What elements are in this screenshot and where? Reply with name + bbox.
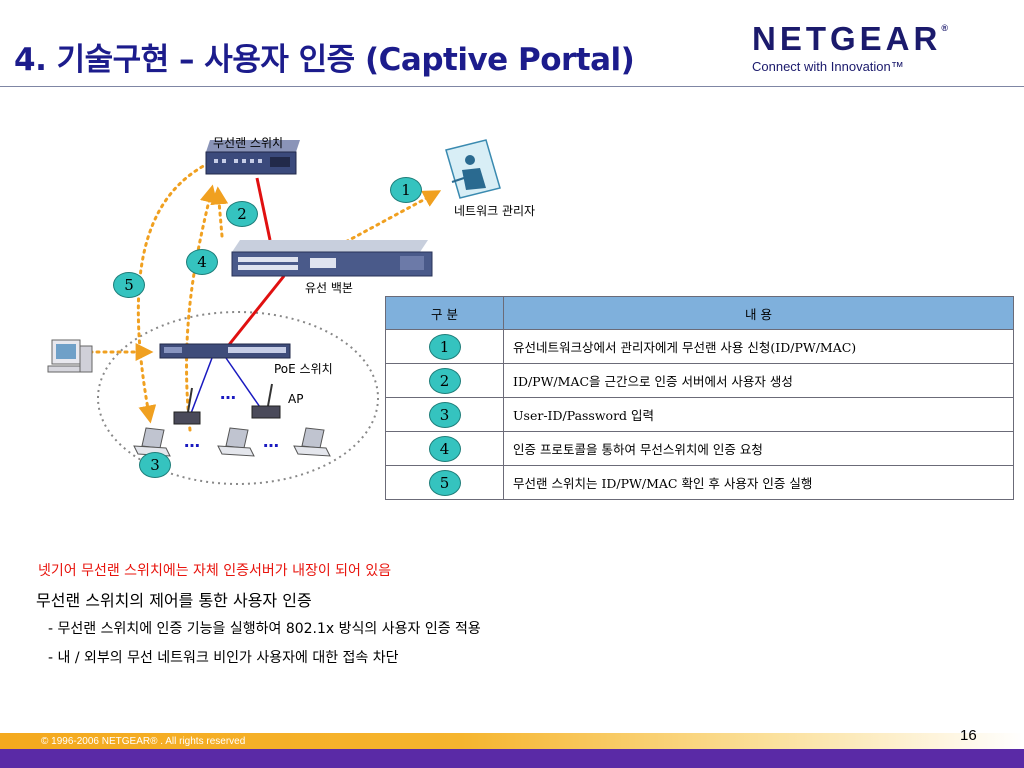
- wireless-zone-ellipse: [97, 311, 379, 485]
- laptop-2-icon: [217, 427, 255, 457]
- table-row: 3 User-ID/Password 입력: [385, 397, 1014, 432]
- header-content: 내 용: [503, 296, 1014, 330]
- arrow-step1: [338, 190, 442, 247]
- step-badge: 1: [428, 333, 461, 360]
- note-bullet-1: - 무선랜 스위치에 인증 기능을 실행하여 802.1x 방식의 사용자 인증…: [48, 621, 481, 637]
- network-admin-icon: [445, 139, 501, 199]
- note-bullet-2: - 내 / 외부의 무선 네트워크 비인가 사용자에 대한 접속 차단: [48, 650, 399, 666]
- footer-band-purple: [0, 749, 1024, 768]
- logo-tagline: Connect with Innovation™: [752, 59, 904, 74]
- ellipsis-ap: …: [220, 384, 236, 403]
- table-row: 2 ID/PW/MAC을 근간으로 인증 서버에서 사용자 생성: [385, 363, 1014, 398]
- arrow-step4: [185, 184, 218, 432]
- laptop-3-icon: [293, 427, 331, 457]
- step-description: User-ID/Password 입력: [503, 397, 1014, 432]
- diagram-badge-1: 1: [390, 177, 422, 203]
- step-description: 무선랜 스위치는 ID/PW/MAC 확인 후 사용자 인증 실행: [503, 465, 1014, 500]
- arrow-step2: [210, 186, 229, 238]
- diagram-badge-3: 3: [139, 452, 171, 478]
- table-row: 5 무선랜 스위치는 ID/PW/MAC 확인 후 사용자 인증 실행: [385, 465, 1014, 500]
- step-badge: 5: [428, 469, 461, 496]
- laptop-1-icon: [133, 427, 171, 457]
- access-point-2-icon: [251, 383, 281, 419]
- label-ap: AP: [288, 392, 304, 406]
- wireless-lan-switch-icon: [205, 140, 300, 175]
- step-badge: 4: [428, 435, 461, 462]
- label-poe-switch: PoE 스위치: [274, 362, 333, 376]
- title-divider: [0, 86, 1024, 87]
- step-badge: 2: [428, 367, 461, 394]
- step-badge: 3: [428, 401, 461, 428]
- notes-section: 넷기어 무선랜 스위치에는 자체 인증서버가 내장이 되어 있음 무선랜 스위치…: [36, 560, 481, 676]
- footer-band-orange: [0, 733, 1024, 749]
- netgear-logo: NETGEAR® Connect with Innovation™: [752, 22, 948, 74]
- flow-arrows: [88, 158, 442, 432]
- note-heading: 무선랜 스위치의 제어를 통한 사용자 인증: [36, 591, 312, 610]
- note-builtin-auth-server: 넷기어 무선랜 스위치에는 자체 인증서버가 내장이 되어 있음: [38, 563, 392, 579]
- step-description: ID/PW/MAC을 근간으로 인증 서버에서 사용자 생성: [503, 363, 1014, 398]
- step-description: 인증 프로토콜을 통하여 무선스위치에 인증 요청: [503, 431, 1014, 466]
- diagram-badge-4: 4: [186, 249, 218, 275]
- header-category: 구 분: [385, 296, 504, 330]
- blue-link-ap2: [225, 357, 263, 411]
- red-link-backbone-poe: [226, 275, 286, 347]
- backbone-switch-icon: [231, 240, 433, 277]
- diagram-badge-5: 5: [113, 272, 145, 298]
- red-link-wlan-backbone: [255, 177, 272, 241]
- desktop-pc-icon: [47, 339, 93, 373]
- diagram-badge-2: 2: [226, 201, 258, 227]
- poe-switch-icon: [159, 343, 291, 359]
- logo-wordmark: NETGEAR®: [752, 20, 948, 57]
- table-row: 4 인증 프로토콜을 통하여 무선스위치에 인증 요청: [385, 431, 1014, 466]
- slide-title: 4. 기술구현 – 사용자 인증 (Captive Portal): [14, 42, 635, 78]
- arrow-step5: [136, 158, 217, 424]
- table-row: 1 유선네트워크상에서 관리자에게 무선랜 사용 신청(ID/PW/MAC): [385, 329, 1014, 364]
- steps-table: 구 분 내 용 1 유선네트워크상에서 관리자에게 무선랜 사용 신청(ID/P…: [385, 296, 1014, 500]
- label-wired-backbone: 유선 백본: [305, 281, 353, 295]
- table-header-row: 구 분 내 용: [385, 296, 1014, 330]
- step-description: 유선네트워크상에서 관리자에게 무선랜 사용 신청(ID/PW/MAC): [503, 329, 1014, 364]
- blue-link-ap1: [189, 357, 213, 417]
- footer-copyright: © 1996-2006 NETGEAR® . All rights reserv…: [41, 736, 246, 747]
- access-point-1-icon: [173, 387, 201, 425]
- ellipsis-laptops-1: …: [184, 432, 200, 451]
- page-number: 16: [960, 727, 977, 744]
- ellipsis-laptops-2: …: [263, 432, 279, 451]
- label-wireless-switch: 무선랜 스위치: [213, 136, 284, 150]
- label-network-admin: 네트워크 관리자: [454, 204, 536, 218]
- network-diagram: [47, 139, 501, 485]
